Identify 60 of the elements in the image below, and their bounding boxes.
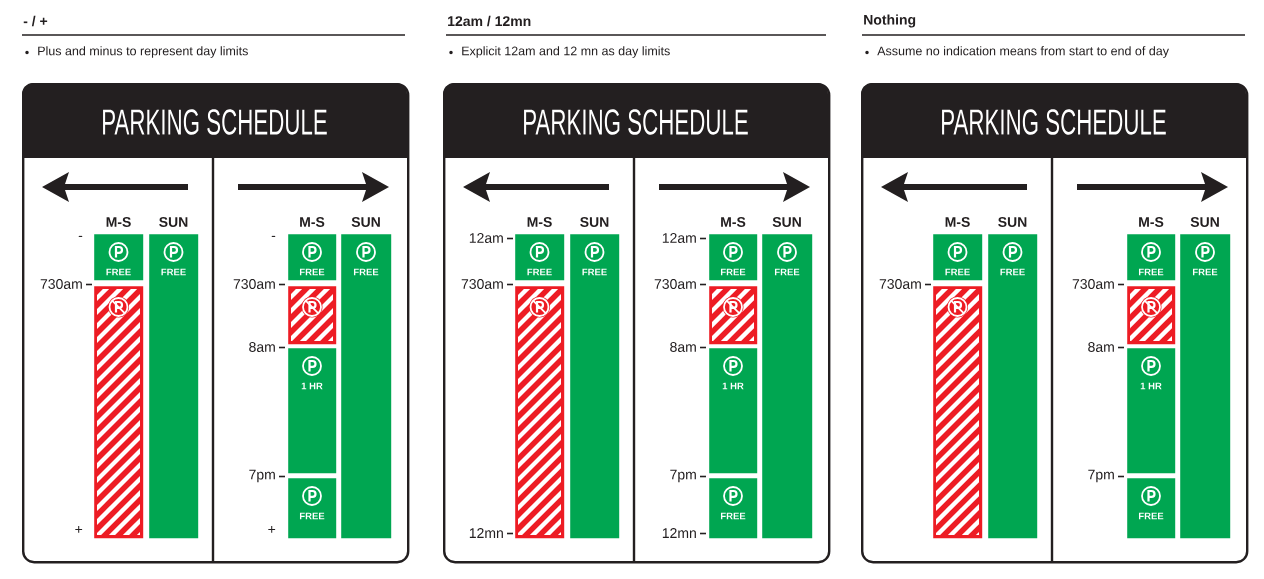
section-heading: - / +	[23, 15, 48, 27]
column-header: SUN	[580, 217, 609, 227]
section-heading: Nothing	[864, 14, 916, 28]
column-header: SUN	[351, 217, 380, 227]
time-label: 730am	[1072, 279, 1125, 289]
no-parking-bar	[515, 286, 565, 539]
time-label: 730am	[233, 279, 286, 289]
column-header: M-S	[527, 217, 552, 227]
column-header: M-S	[1139, 217, 1164, 227]
time-label: 12am	[662, 233, 707, 243]
column-header: M-S	[106, 217, 131, 227]
parking-bar: FREE	[515, 234, 565, 281]
time-label: 730am	[654, 279, 707, 289]
time-label: 12am	[469, 233, 514, 243]
column-header: M-S	[300, 217, 325, 227]
time-label: 730am	[461, 279, 514, 289]
parking-bar: FREE	[1127, 234, 1176, 281]
column-header: SUN	[772, 217, 801, 227]
parking-bar: FREE	[288, 234, 337, 281]
no-parking-bar	[288, 286, 337, 345]
parking-bar: FREE	[933, 234, 983, 281]
parking-bar: FREE	[94, 234, 144, 281]
parking-bar: FREE	[762, 234, 813, 539]
no-parking-bar	[933, 286, 983, 539]
bullet-note: Plus and minus to represent day limits	[25, 46, 248, 58]
time-label: 8am	[249, 342, 286, 352]
bullet-note: Explicit 12am and 12 mn as day limits	[449, 46, 670, 58]
time-label: 730am	[40, 279, 93, 289]
column-header: SUN	[159, 217, 188, 227]
parking-bar: 1 HR	[709, 348, 758, 474]
time-label: 7pm	[249, 469, 286, 483]
column-header: M-S	[721, 217, 746, 227]
parking-bar: FREE	[988, 234, 1038, 539]
bullet-note: Assume no indication means from start to end of day	[865, 46, 1169, 58]
time-label: 8am	[670, 342, 707, 352]
time-label: -	[271, 235, 276, 237]
parking-bar: FREE	[570, 234, 620, 539]
parking-bar: FREE	[1180, 234, 1231, 539]
column-header: SUN	[998, 217, 1027, 227]
time-label: +	[268, 525, 276, 533]
parking-bar: FREE	[709, 478, 758, 539]
parking-bar: FREE	[1127, 478, 1176, 539]
parking-bar: FREE	[341, 234, 392, 539]
column-header: M-S	[945, 217, 970, 227]
parking-bar: FREE	[709, 234, 758, 281]
section-heading: 12am / 12mn	[448, 15, 531, 27]
time-label: 12mn	[662, 528, 707, 538]
parking-bar: FREE	[288, 478, 337, 539]
time-label: 7pm	[670, 469, 707, 483]
column-header: SUN	[1190, 217, 1219, 227]
time-label: 12mn	[469, 528, 514, 538]
time-label: 8am	[1088, 342, 1125, 352]
no-parking-bar	[1127, 286, 1176, 345]
no-parking-bar	[709, 286, 758, 345]
no-parking-bar	[94, 286, 144, 539]
time-label: 730am	[879, 279, 932, 289]
time-label: 7pm	[1088, 469, 1125, 483]
parking-bar: 1 HR	[288, 348, 337, 474]
parking-bar: 1 HR	[1127, 348, 1176, 474]
parking-bar: FREE	[149, 234, 199, 539]
